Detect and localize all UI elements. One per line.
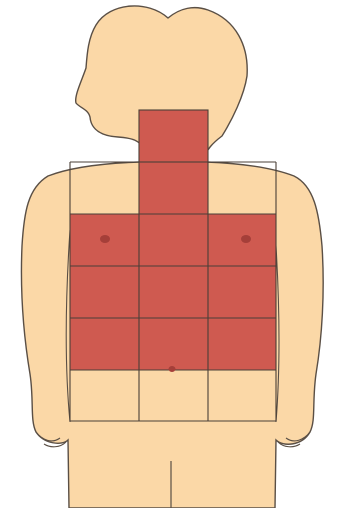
region-mid-right xyxy=(208,266,276,318)
left-nipple xyxy=(100,235,110,243)
region-lower-center xyxy=(139,318,208,370)
region-lower-left xyxy=(70,318,139,370)
region-lower-right xyxy=(208,318,276,370)
region-mid-center xyxy=(139,266,208,318)
right-nipple xyxy=(241,235,251,243)
region-neck-center xyxy=(139,110,208,162)
navel xyxy=(169,366,176,372)
region-mid-left xyxy=(70,266,139,318)
